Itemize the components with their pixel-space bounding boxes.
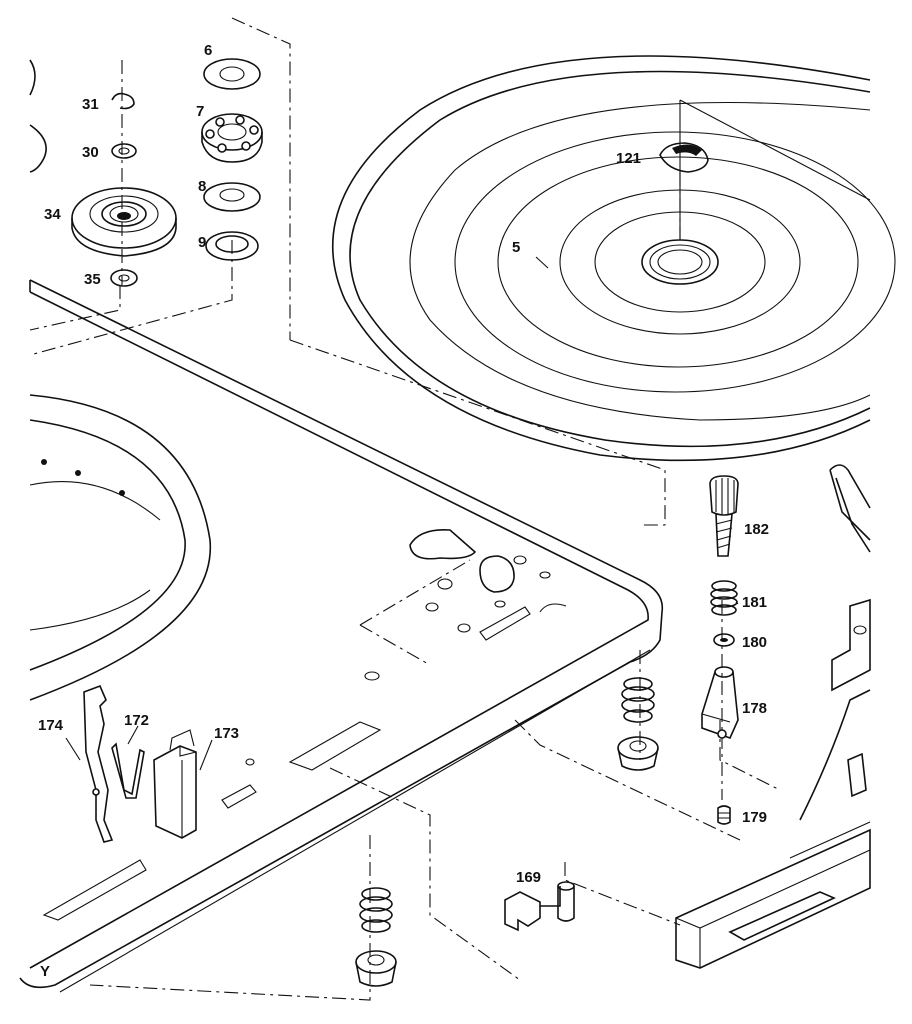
knob-182 [709, 475, 739, 557]
bracket-178 [701, 666, 739, 740]
label-30: 30 [82, 144, 99, 161]
label-8: 8 [198, 178, 206, 195]
label-7: 7 [196, 103, 204, 120]
pulley-34 [71, 187, 177, 257]
label-9: 9 [198, 234, 206, 251]
label-34: 34 [44, 206, 61, 223]
washer-180 [713, 633, 735, 647]
label-5: 5 [512, 239, 520, 256]
label-178: 178 [742, 700, 767, 717]
label-179: 179 [742, 809, 767, 826]
label-181: 181 [742, 594, 767, 611]
clip-31 [111, 92, 135, 110]
spring-172 [111, 742, 145, 799]
bracket-169 [504, 881, 575, 932]
platter-assembly [332, 55, 896, 462]
screw-179 [717, 805, 731, 825]
washer-30 [111, 143, 137, 159]
washer-35 [110, 269, 138, 287]
block-173 [153, 729, 197, 839]
label-182: 182 [744, 521, 769, 538]
corner-mark: Y [40, 963, 50, 980]
motor-opening [29, 394, 212, 701]
label-6: 6 [204, 42, 212, 59]
washer-8 [203, 182, 261, 212]
pulley-stack [29, 59, 177, 287]
leader-lines [65, 601, 739, 771]
label-172: 172 [124, 712, 149, 729]
grommet-stack-front [355, 887, 397, 987]
label-169: 169 [516, 869, 541, 886]
base-plate [19, 279, 664, 993]
grommet-stack-center [617, 677, 659, 771]
bearing-stack [201, 58, 263, 261]
label-121: 121 [616, 150, 641, 167]
washer-9 [205, 231, 259, 261]
lever-174 [83, 684, 114, 843]
label-31: 31 [82, 96, 99, 113]
label-180: 180 [742, 634, 767, 651]
label-173: 173 [214, 725, 239, 742]
lift-base-right [675, 464, 871, 969]
part-labels: 6 7 8 9 31 30 34 35 121 5 182 181 180 17… [38, 42, 769, 980]
spring-181 [710, 580, 738, 616]
label-35: 35 [84, 271, 101, 288]
label-174: 174 [38, 717, 64, 734]
adjuster-stack [701, 475, 739, 825]
washer-6 [203, 58, 261, 90]
bearing-7 [201, 113, 263, 163]
